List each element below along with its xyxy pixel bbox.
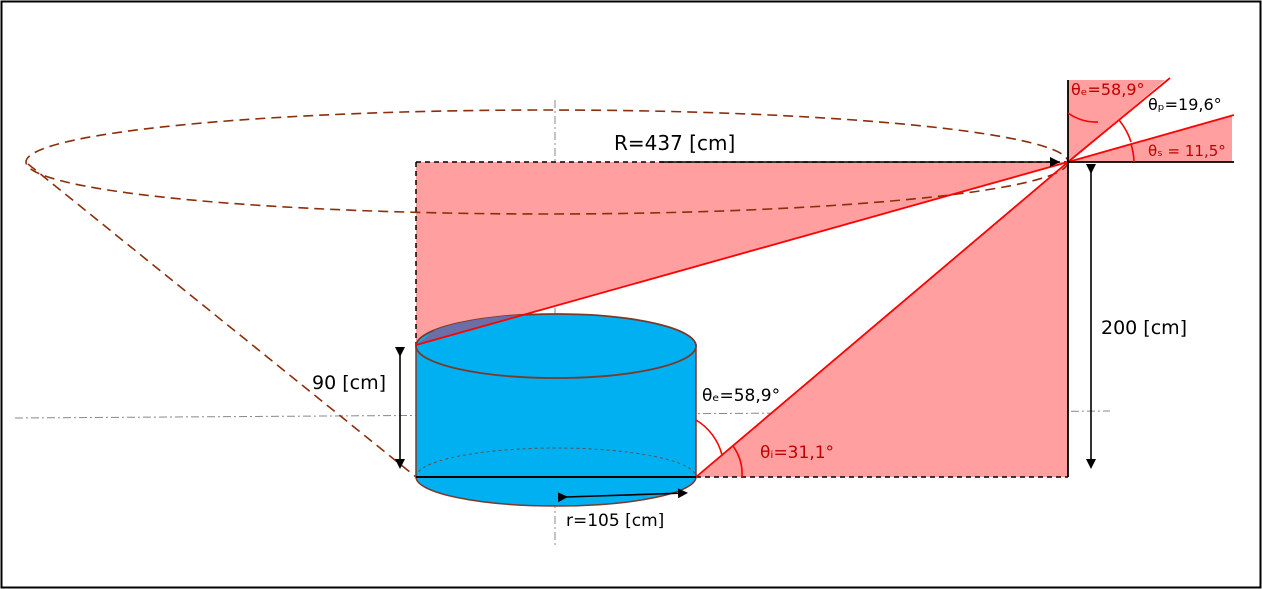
ray-upper bbox=[415, 161, 1069, 346]
tank-body bbox=[415, 344, 697, 507]
pole-height-label: 200 [cm] bbox=[1101, 317, 1187, 339]
small-radius-arrow bbox=[557, 488, 688, 503]
arc-theta-p bbox=[1118, 119, 1132, 143]
ray-s bbox=[1067, 114, 1235, 163]
arc-theta-e-lower bbox=[695, 419, 723, 456]
big-radius-label: R=437 [cm] bbox=[614, 131, 735, 155]
theta-p-label: θₚ=19,6° bbox=[1148, 95, 1222, 114]
cone-left-edge bbox=[27, 163, 417, 478]
theta-e-upper-label: θₑ=58,9° bbox=[1071, 80, 1145, 99]
arc-theta-i bbox=[732, 445, 743, 478]
small-radius-label: r=105 [cm] bbox=[566, 511, 664, 531]
ray-lower bbox=[695, 161, 1069, 478]
theta-i-label: θᵢ=31,1° bbox=[760, 443, 834, 463]
theta-e-lower-label: θₑ=58,9° bbox=[702, 386, 780, 406]
theta-s-label: θₛ = 11,5° bbox=[1148, 142, 1226, 160]
tank-height-label: 90 [cm] bbox=[312, 372, 386, 394]
arc-theta-e-upper bbox=[1067, 112, 1099, 123]
tank-top bbox=[415, 313, 697, 379]
arc-theta-s bbox=[1130, 143, 1135, 163]
